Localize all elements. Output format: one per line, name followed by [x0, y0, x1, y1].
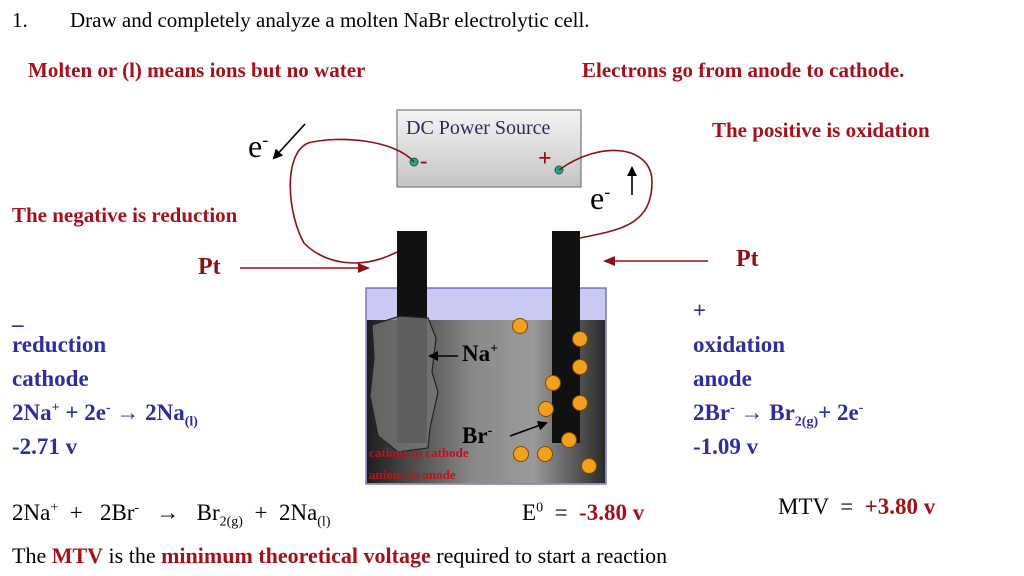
cathode-process: reduction — [12, 332, 107, 357]
pt-label-left: Pt — [198, 254, 221, 280]
left-wire — [289, 138, 415, 264]
anode-process: oxidation — [693, 332, 786, 357]
positive-note: The positive is oxidation — [712, 118, 930, 142]
bead — [581, 458, 597, 474]
bead — [572, 331, 588, 347]
mtv-definition: The MTV is the minimum theoretical volta… — [12, 543, 668, 568]
positive-sign: + — [538, 146, 552, 172]
bead — [561, 432, 577, 448]
electron-label-left: e- — [248, 128, 269, 164]
bead — [545, 375, 561, 391]
anode-name: anode — [693, 366, 752, 391]
cathode-potential: -2.71 v — [12, 434, 78, 459]
question-number: 1. — [12, 8, 28, 32]
negative-note: The negative is reduction — [12, 203, 238, 227]
bead — [572, 359, 588, 375]
pt-label-right: Pt — [736, 246, 759, 272]
br-arrow — [509, 421, 548, 437]
anions-note: anions to anode — [369, 467, 456, 482]
mtv-value: MTV = +3.80 v — [778, 494, 936, 519]
electron-label-right: e- — [590, 180, 611, 216]
standard-potential: E0 = -3.80 v — [522, 500, 645, 525]
overall-equation: 2Na+ + 2Br- → Br2(g) + 2Na(l) — [12, 500, 331, 530]
anode-equation: 2Br- → Br2(g)+ 2e- — [693, 400, 864, 430]
anode-sign: + — [693, 298, 707, 323]
cations-note: cations to cathode — [369, 445, 469, 460]
bead — [572, 395, 588, 411]
dc-power-source — [396, 109, 582, 188]
bromide-beads — [512, 318, 597, 474]
molten-note: Molten or (l) means ions but no water — [28, 58, 366, 82]
bead — [512, 318, 528, 334]
electron-arrow-left — [272, 123, 306, 160]
cathode-sign: _ — [12, 304, 24, 329]
sodium-ion-label: Na+ — [462, 341, 499, 366]
bead — [513, 446, 529, 462]
anode-potential: -1.09 v — [693, 434, 759, 459]
electron-flow-note: Electrons go from anode to cathode. — [582, 58, 905, 82]
sodium-deposit — [369, 315, 439, 453]
question-text: Draw and completely analyze a molten NaB… — [70, 8, 590, 32]
negative-sign: - — [420, 148, 428, 173]
bromide-ion-label: Br- — [462, 423, 493, 448]
power-source-label: DC Power Source — [406, 117, 551, 139]
bead — [538, 401, 554, 417]
bead — [537, 446, 553, 462]
right-wire — [558, 149, 653, 239]
cathode-name: cathode — [12, 366, 89, 391]
cathode-equation: 2Na+ + 2e- → 2Na(l) — [12, 400, 198, 430]
